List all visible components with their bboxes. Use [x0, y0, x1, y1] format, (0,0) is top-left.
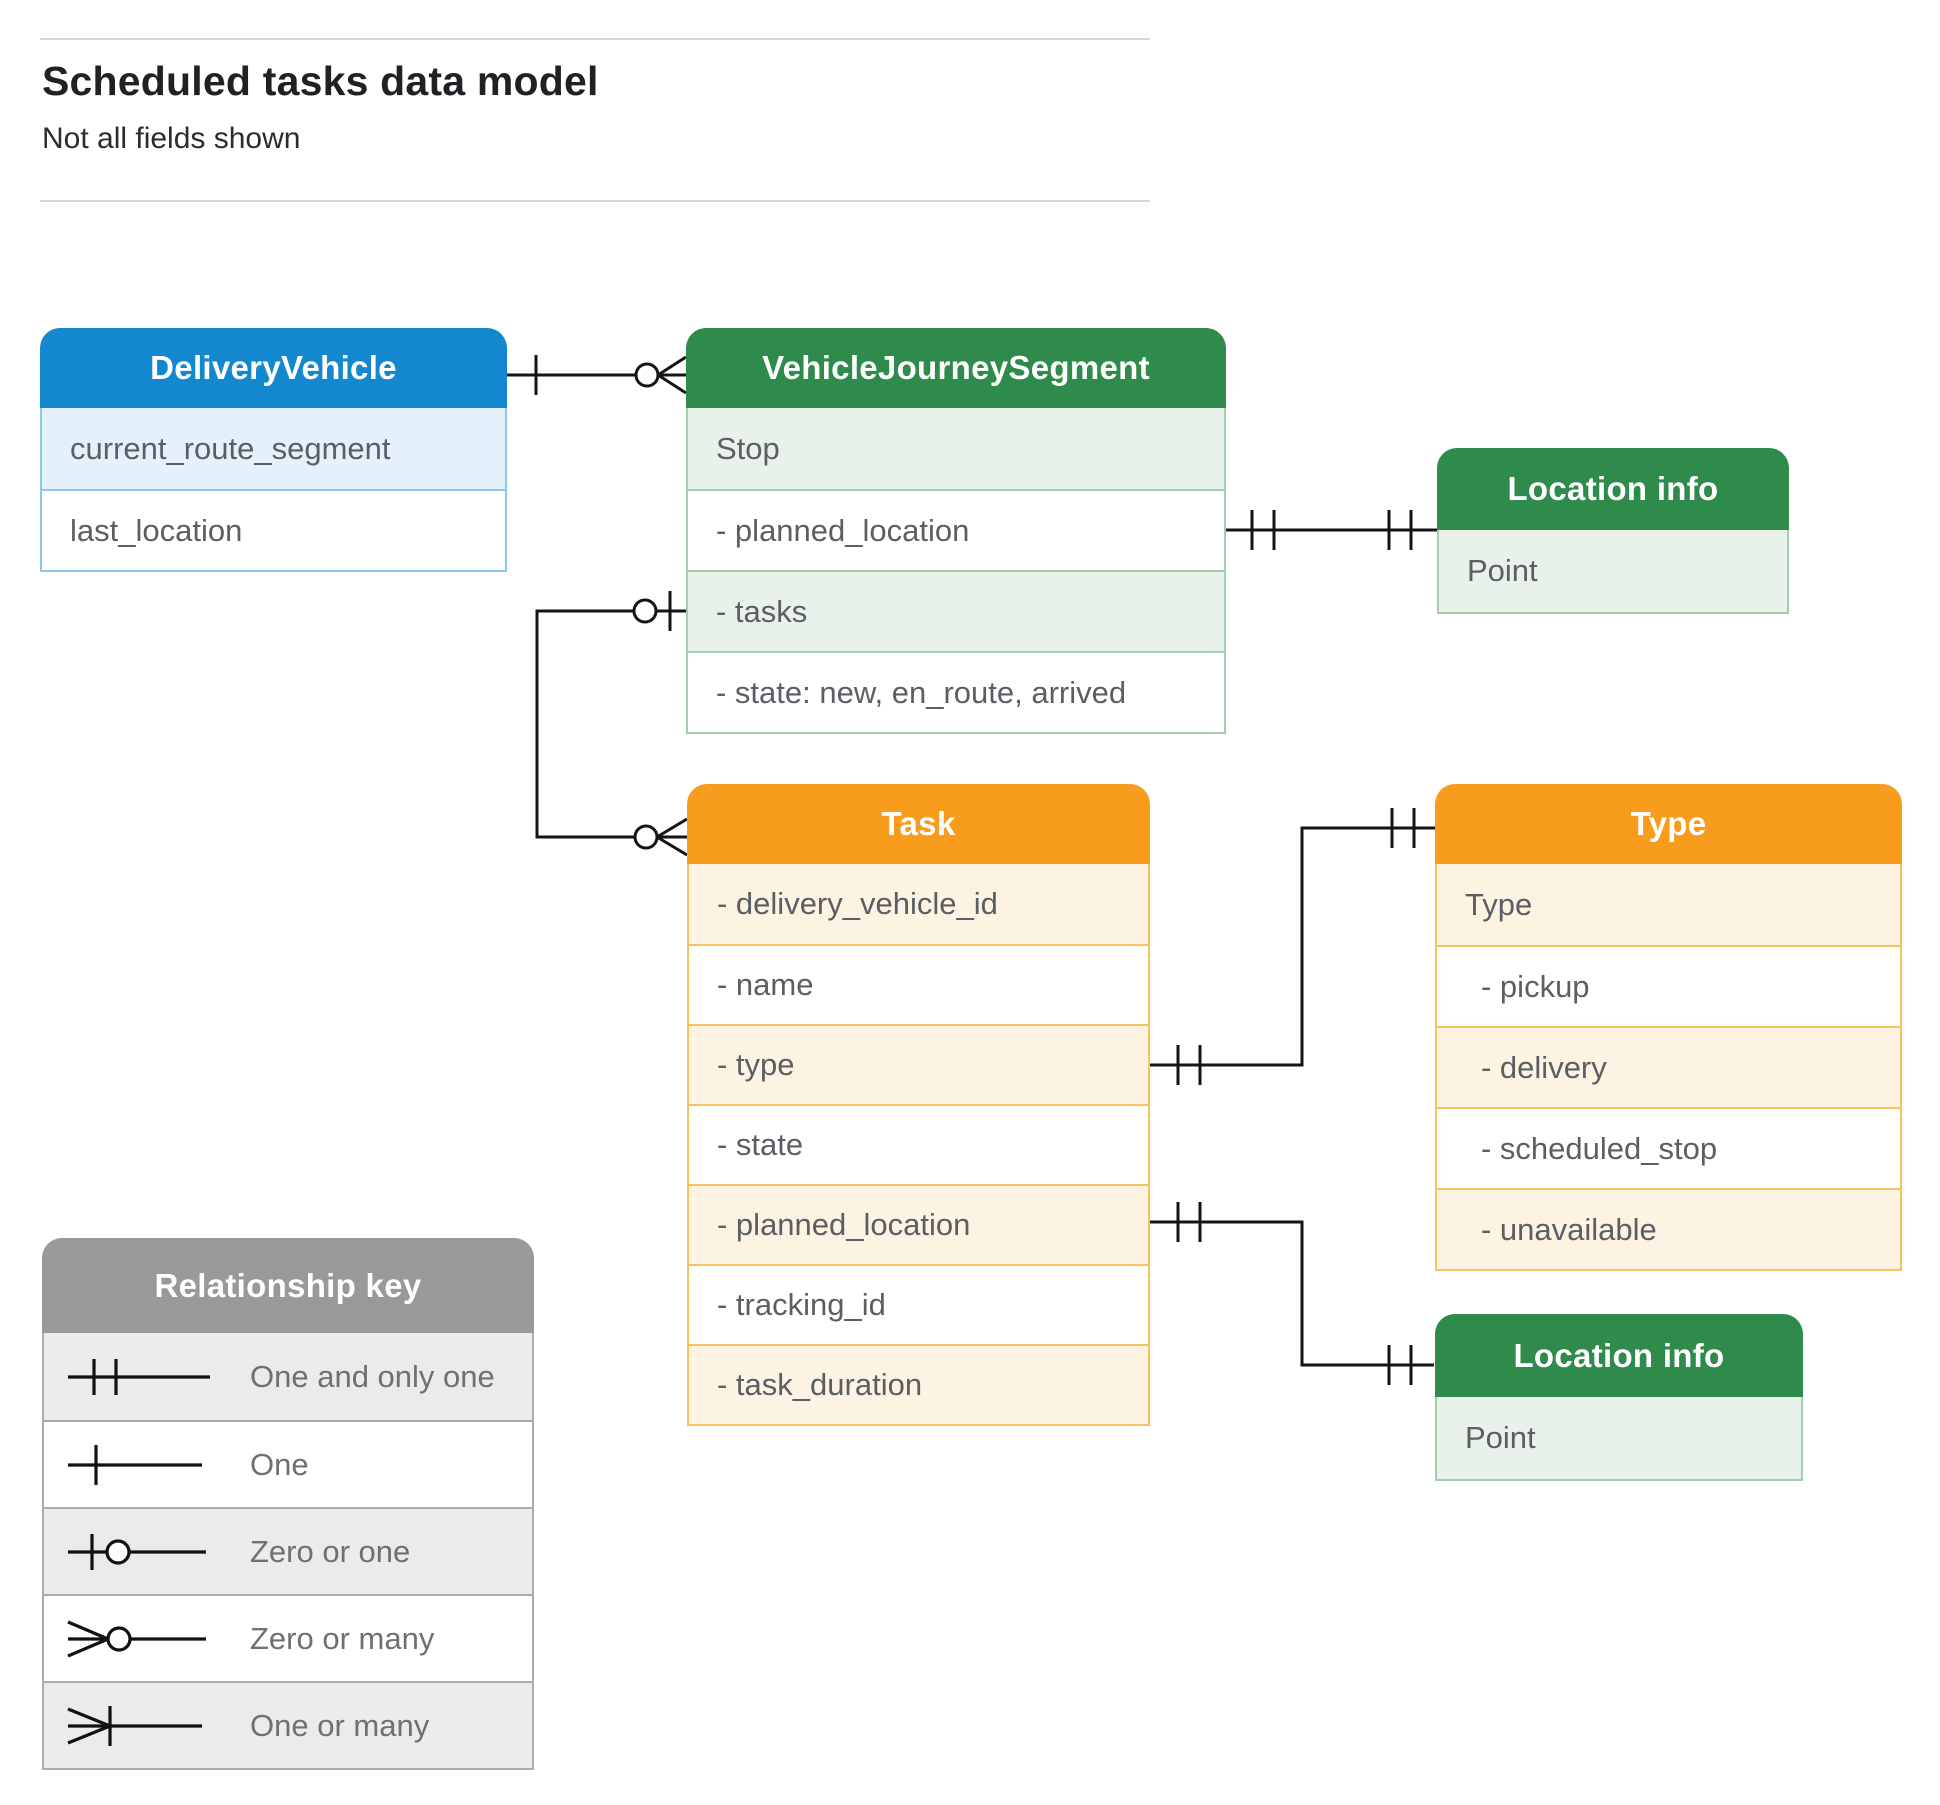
entity-task: Task - delivery_vehicle_id - name - type… [687, 784, 1150, 1426]
field-tasks: - tasks [688, 570, 1224, 651]
entity-vehicle-journey-segment: VehicleJourneySegment Stop - planned_loc… [686, 328, 1226, 734]
legend-row-one-or-many: One or many [44, 1681, 532, 1768]
field-task-duration: - task_duration [689, 1344, 1148, 1424]
field-current-route-segment: current_route_segment [42, 408, 505, 489]
field-state: - state [689, 1104, 1148, 1184]
zero-or-one-icon [68, 1533, 206, 1570]
entity-type: Type Type - pickup - delivery - schedule… [1435, 784, 1902, 1271]
zero-or-many-icon [67, 1620, 206, 1657]
legend-row-zero-or-one: Zero or one [44, 1507, 532, 1594]
entity-delivery-vehicle: DeliveryVehicle current_route_segment la… [40, 328, 507, 572]
entity-location-info-bottom-rows: Point [1435, 1397, 1803, 1481]
field-unavailable: - unavailable [1437, 1188, 1900, 1269]
legend-label: One [250, 1446, 309, 1482]
field-delivery-vehicle-id: - delivery_vehicle_id [689, 864, 1148, 944]
entity-location-info-top: Location info Point [1437, 448, 1789, 614]
relationship-key: Relationship key One and only one One Ze… [42, 1238, 534, 1770]
legend-label: Zero or one [250, 1533, 411, 1569]
legend-label: Zero or many [250, 1620, 435, 1656]
page-subtitle: Not all fields shown [42, 122, 301, 155]
relationship-key-header: Relationship key [42, 1238, 534, 1333]
field-pickup: - pickup [1437, 945, 1900, 1026]
field-point: Point [1437, 1397, 1801, 1479]
field-type-title: Type [1437, 864, 1900, 945]
field-planned-location: - planned_location [688, 489, 1224, 570]
legend-label: One or many [250, 1707, 430, 1743]
field-delivery: - delivery [1437, 1026, 1900, 1107]
field-last-location: last_location [42, 489, 505, 570]
entity-type-header: Type [1435, 784, 1902, 864]
field-name: - name [689, 944, 1148, 1024]
entity-location-info-top-header: Location info [1437, 448, 1789, 530]
legend-row-one-and-only-one: One and only one [44, 1333, 532, 1420]
relationship-key-rows: One and only one One Zero or one Zero or… [42, 1333, 534, 1770]
one-and-only-one-icon [68, 1358, 210, 1395]
field-stop: Stop [688, 408, 1224, 489]
page-title: Scheduled tasks data model [42, 58, 599, 104]
entity-task-rows: - delivery_vehicle_id - name - type - st… [687, 864, 1150, 1426]
entity-delivery-vehicle-header: DeliveryVehicle [40, 328, 507, 408]
legend-row-zero-or-many: Zero or many [44, 1594, 532, 1681]
field-tracking-id: - tracking_id [689, 1264, 1148, 1344]
field-point: Point [1439, 530, 1787, 612]
legend-label: One and only one [250, 1358, 495, 1394]
entity-location-info-bottom-header: Location info [1435, 1314, 1803, 1397]
field-type: - type [689, 1024, 1148, 1104]
entity-location-info-bottom: Location info Point [1435, 1314, 1803, 1481]
entity-location-info-top-rows: Point [1437, 530, 1789, 614]
field-planned-location: - planned_location [689, 1184, 1148, 1264]
entity-type-rows: Type - pickup - delivery - scheduled_sto… [1435, 864, 1902, 1271]
entity-vehicle-journey-segment-header: VehicleJourneySegment [686, 328, 1226, 408]
top-divider [40, 38, 1150, 40]
field-scheduled-stop: - scheduled_stop [1437, 1107, 1900, 1188]
subtitle-divider [40, 200, 1150, 202]
legend-row-one: One [44, 1420, 532, 1507]
entity-vehicle-journey-segment-rows: Stop - planned_location - tasks - state:… [686, 408, 1226, 734]
field-state: - state: new, en_route, arrived [688, 651, 1224, 732]
one-icon [68, 1444, 202, 1485]
entity-delivery-vehicle-rows: current_route_segment last_location [40, 408, 507, 572]
one-or-many-icon [67, 1705, 202, 1746]
entity-task-header: Task [687, 784, 1150, 864]
